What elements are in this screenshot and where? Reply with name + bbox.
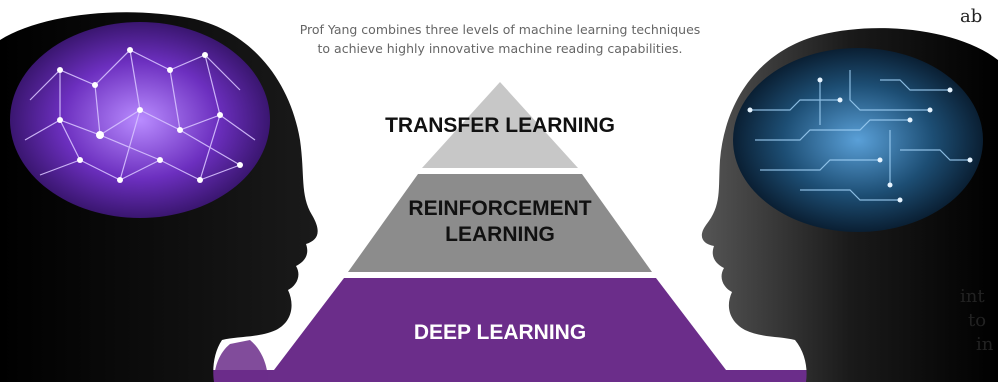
caption-line-2: to achieve highly innovative machine rea… [317,41,683,56]
side-text-fragment: int [960,286,985,307]
side-text-fragment: ab [960,6,983,27]
human-head-icon [0,12,318,382]
caption-line-1: Prof Yang combines three levels of machi… [299,22,701,37]
pyramid [274,82,726,370]
side-text-fragment: in [976,334,994,355]
deep-learning-label: DEEP LEARNING [413,321,587,344]
caption: Prof Yang combines three levels of machi… [250,20,750,58]
robot-head-icon [701,28,998,382]
reinforcement-label-line-2: LEARNING [445,223,555,246]
pyramid-tier-reinforcement [348,174,652,272]
pyramid-tier-deep [274,278,726,370]
side-text-fragment: to [968,310,987,331]
neural-nodes [57,47,243,183]
left-neck-purple [214,340,268,382]
transfer-learning-label: TRANSFER LEARNING [385,114,615,137]
pyramid-tier-transfer [422,82,578,168]
reinforcement-learning-label: REINFORCEMENT LEARNING [370,196,630,248]
circuit-traces [750,70,970,201]
circuit-nodes [747,77,973,203]
reinforcement-label-line-1: REINFORCEMENT [408,197,592,220]
human-brain-icon [10,22,270,218]
circuit-brain-icon [733,48,983,232]
